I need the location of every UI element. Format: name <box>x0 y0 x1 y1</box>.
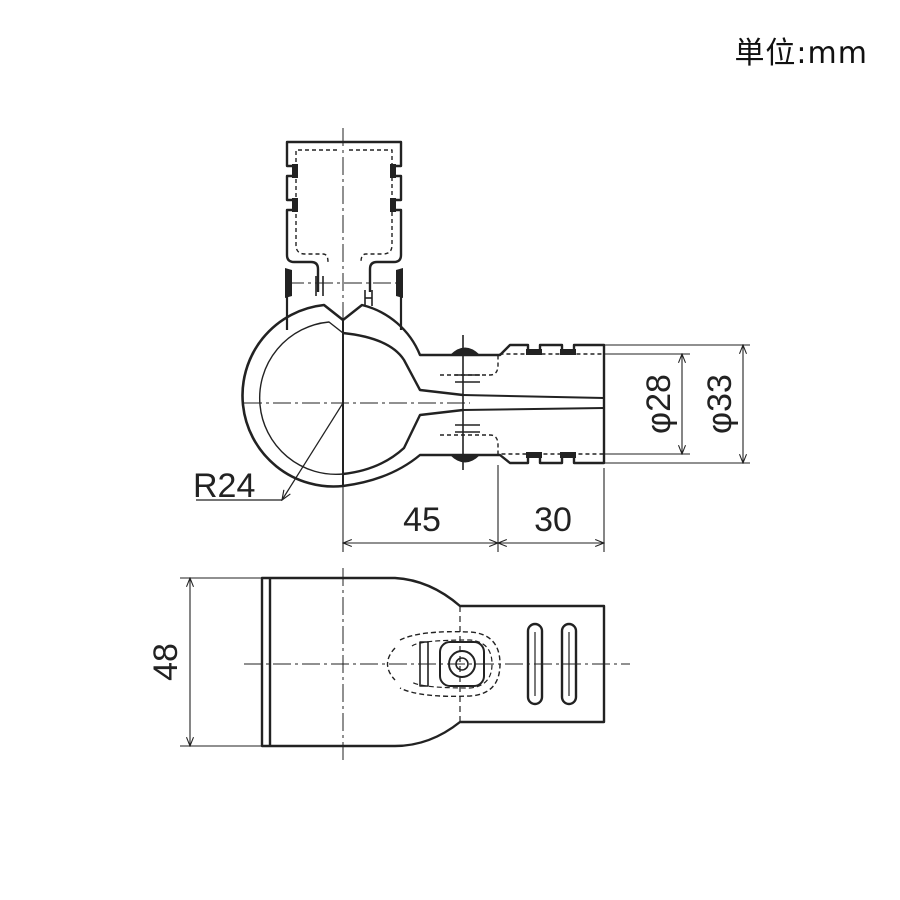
diameter-dimension <box>604 345 750 463</box>
front-body <box>260 576 606 748</box>
horizontal-tube <box>440 335 606 470</box>
radius-label: R24 <box>193 467 255 505</box>
front-view: 48 <box>147 568 630 762</box>
center-lines <box>244 128 470 552</box>
outer-diameter-label: φ33 <box>701 374 739 434</box>
top-view: R24 45 30 φ28 φ33 <box>193 128 750 552</box>
front-screw-boss <box>386 631 501 697</box>
length-a-label: 45 <box>403 501 441 539</box>
height-dimension <box>180 578 262 746</box>
vertical-tube <box>285 140 403 330</box>
inner-diameter-label: φ28 <box>640 374 678 434</box>
unit-label: 単位:mm <box>734 36 868 71</box>
front-center-lines <box>244 568 630 762</box>
clamp-ring <box>241 303 464 488</box>
radius-leader <box>196 402 344 500</box>
height-label: 48 <box>147 643 185 681</box>
length-b-label: 30 <box>534 501 572 539</box>
length-dimension <box>343 465 604 552</box>
